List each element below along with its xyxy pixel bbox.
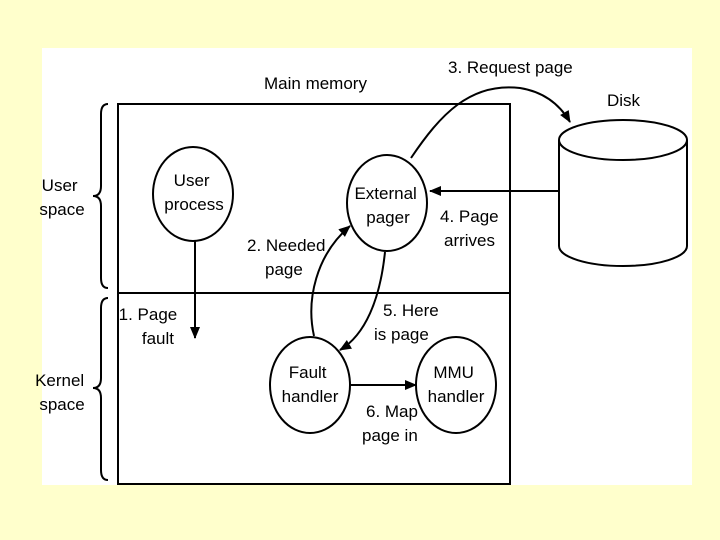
request-page-arrow xyxy=(410,86,571,159)
kernel-space-label: Kernel space xyxy=(35,371,89,414)
needed-page-step-label: 2. Needed page xyxy=(247,236,330,279)
user-process-label: User process xyxy=(164,171,224,214)
page-arrives-step-label: 4. Page arrives xyxy=(440,207,503,250)
mmu-handler-node xyxy=(415,336,497,434)
fault-handler-node xyxy=(269,336,351,434)
needed-page-arrow xyxy=(310,225,351,337)
diagram-panel xyxy=(42,48,692,485)
kernel-space-brace xyxy=(92,297,109,481)
map-page-in-step-label: 6. Map page in xyxy=(362,402,423,445)
fault-handler-label: Fault handler xyxy=(282,363,339,406)
request-page-step-label: 3. Request page xyxy=(448,58,573,77)
here-is-page-step-label: 5. Here is page xyxy=(374,301,443,344)
user-space-label: User space xyxy=(39,176,84,219)
mmu-handler-label: MMU handler xyxy=(428,363,485,406)
here-is-page-arrow xyxy=(339,251,386,351)
disk-icon xyxy=(558,119,688,267)
page-fault-step-label: 1. Page fault xyxy=(119,305,182,348)
user-space-brace xyxy=(92,103,109,289)
external-pager-label: External pager xyxy=(354,184,421,227)
user-process-node xyxy=(152,146,234,242)
disk-label: Disk xyxy=(607,91,641,110)
main-memory-label: Main memory xyxy=(264,74,367,93)
external-pager-node xyxy=(346,154,428,252)
